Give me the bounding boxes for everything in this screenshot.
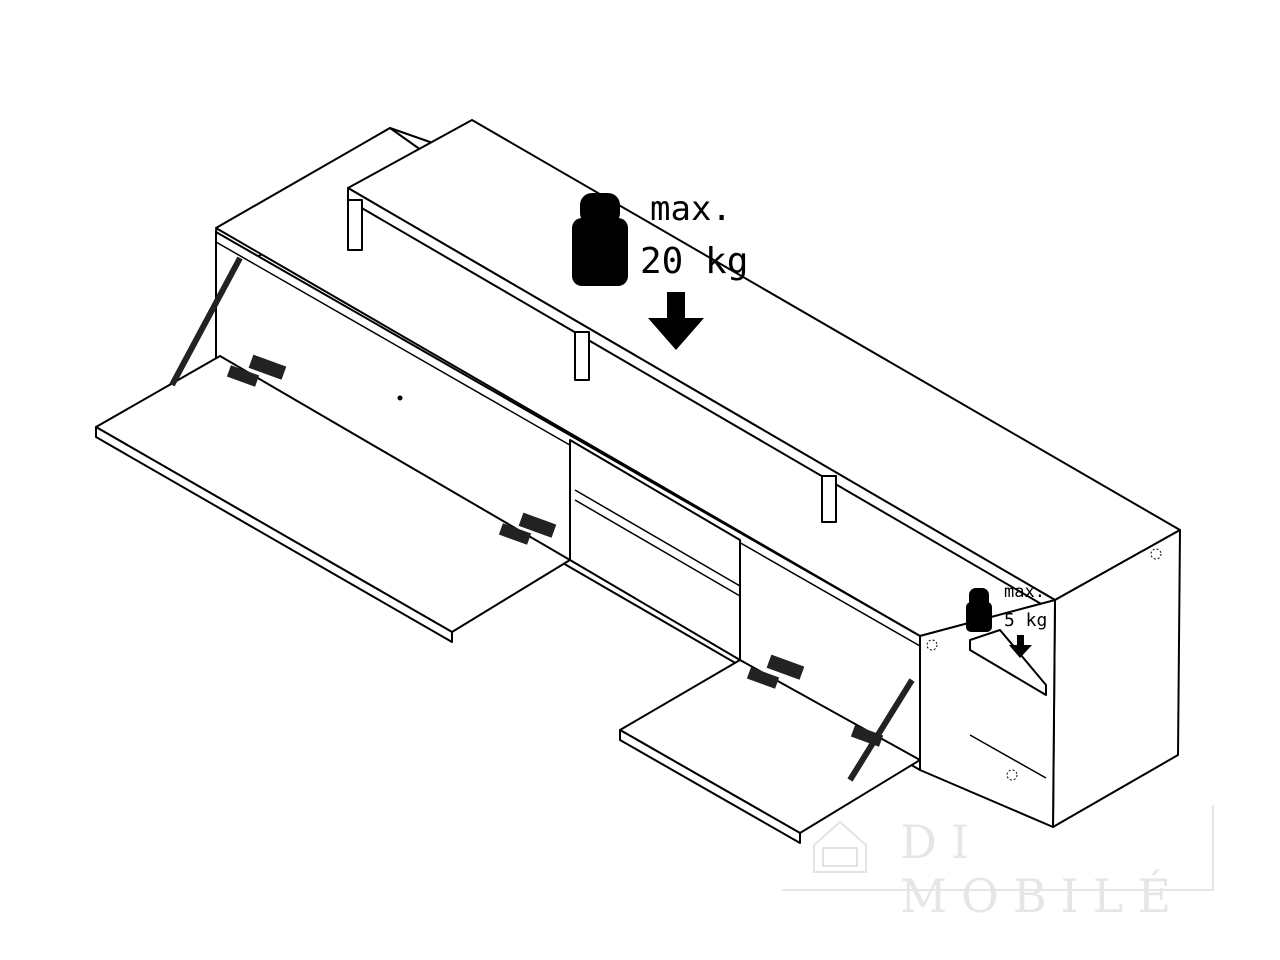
hinge-icon [226, 354, 884, 747]
lid-stay-right [847, 678, 915, 782]
cam-lock-marks [926, 548, 1162, 781]
watermark-text: DI MOBILÉ [900, 815, 1185, 923]
shelf-max-label: max. [1004, 582, 1045, 602]
watermark-logo [813, 820, 867, 873]
watermark-frame [782, 805, 1214, 891]
max-load-value: 20 kg [640, 241, 749, 282]
down-arrow-icon [648, 292, 1032, 658]
small-shelf [969, 629, 1047, 696]
support-right [821, 475, 837, 523]
shelf-max-value: 5 kg [1004, 610, 1048, 631]
support-middle [574, 331, 590, 381]
weight-icon [572, 193, 992, 632]
lid-stay-left [169, 256, 243, 387]
support-left [347, 199, 363, 251]
max-load-label: max. [650, 189, 732, 229]
